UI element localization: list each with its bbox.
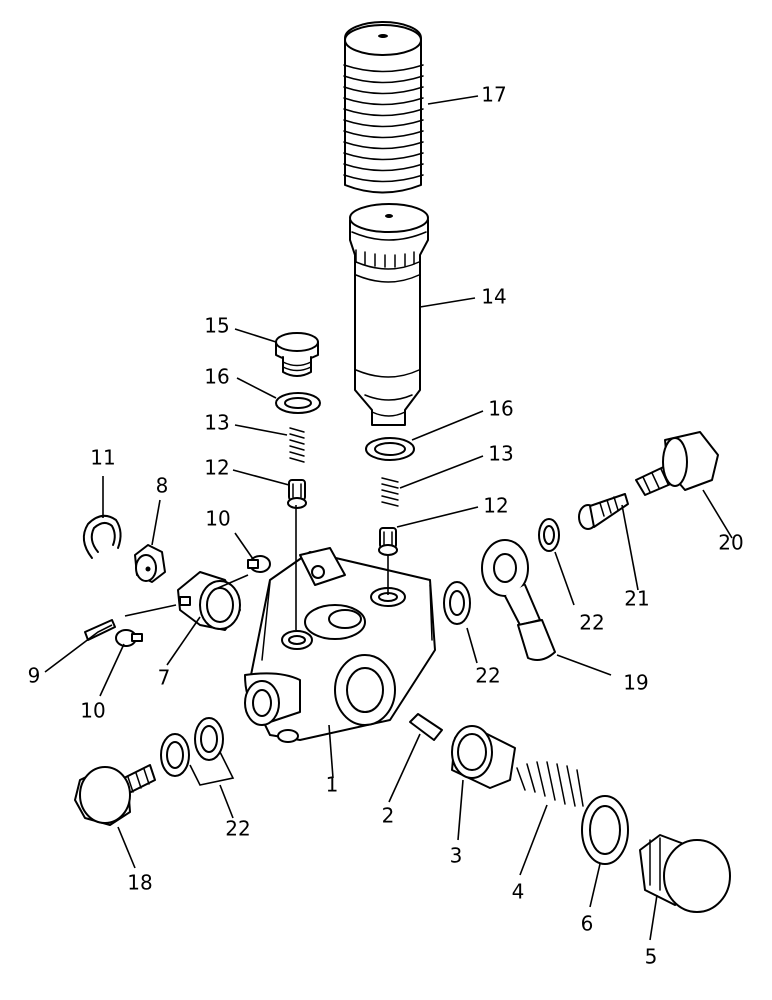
part-22-washer-middle <box>443 581 471 625</box>
callout-4: 4 <box>512 880 525 904</box>
part-16-washer-right <box>365 437 415 461</box>
part-13-spring-right <box>381 477 399 507</box>
callout-14: 14 <box>481 285 506 309</box>
callout-19: 19 <box>623 671 648 695</box>
part-16-washer-left <box>275 392 321 414</box>
callout-13-left: 13 <box>204 411 229 435</box>
part-12-valve-right <box>378 527 398 556</box>
callout-22-upper: 22 <box>579 611 604 635</box>
part-5-plug <box>639 834 731 913</box>
callout-1: 1 <box>326 773 339 797</box>
callout-10-upper: 10 <box>205 507 230 531</box>
callout-16-right: 16 <box>488 397 513 421</box>
part-9-dowel-pin <box>84 619 116 641</box>
callout-12-right: 12 <box>483 494 508 518</box>
part-22-washer-lower-left-a <box>160 733 190 777</box>
part-22-washer-upper-right <box>538 518 560 552</box>
callout-3: 3 <box>450 844 463 868</box>
callout-17: 17 <box>481 83 506 107</box>
callout-10-lower: 10 <box>80 699 105 723</box>
callout-21: 21 <box>624 587 649 611</box>
callout-16-left: 16 <box>204 365 229 389</box>
part-19-banjo-fitting <box>481 539 556 661</box>
part-10-pin-upper <box>247 555 271 573</box>
part-10-pin-lower <box>115 629 143 647</box>
part-21-banjo-bolt <box>578 493 629 530</box>
part-3-sleeve <box>451 725 516 789</box>
callout-5: 5 <box>645 945 658 969</box>
callout-12-left: 12 <box>204 456 229 480</box>
part-1-pump-housing <box>244 547 436 743</box>
part-14-pump-body <box>349 203 429 426</box>
part-2-pin <box>409 713 443 741</box>
callout-9: 9 <box>28 664 41 688</box>
callout-7: 7 <box>158 666 171 690</box>
callout-18: 18 <box>127 871 152 895</box>
part-15-plug <box>275 332 319 377</box>
part-20-plug-bolt <box>635 431 719 496</box>
part-17-bellows-boot <box>343 21 424 194</box>
part-11-snap-ring <box>82 514 122 559</box>
callout-2: 2 <box>382 804 395 828</box>
part-6-washer <box>581 795 629 865</box>
callout-8: 8 <box>156 474 169 498</box>
part-13-spring-left <box>289 427 305 463</box>
part-12-valve-left <box>287 479 307 509</box>
part-22-washer-lower-left-b <box>194 717 224 761</box>
callout-22-lower: 22 <box>225 817 250 841</box>
callout-6: 6 <box>581 912 594 936</box>
part-4-spring <box>516 761 584 807</box>
callout-11: 11 <box>90 446 115 470</box>
part-8-roller <box>134 544 166 583</box>
callout-15: 15 <box>204 314 229 338</box>
callout-22-middle: 22 <box>475 664 500 688</box>
callout-13-right: 13 <box>488 442 513 466</box>
callout-20: 20 <box>718 531 743 555</box>
part-7-tappet <box>177 571 241 631</box>
leader-lines <box>44 95 733 941</box>
part-18-plug-bolt <box>74 764 156 826</box>
